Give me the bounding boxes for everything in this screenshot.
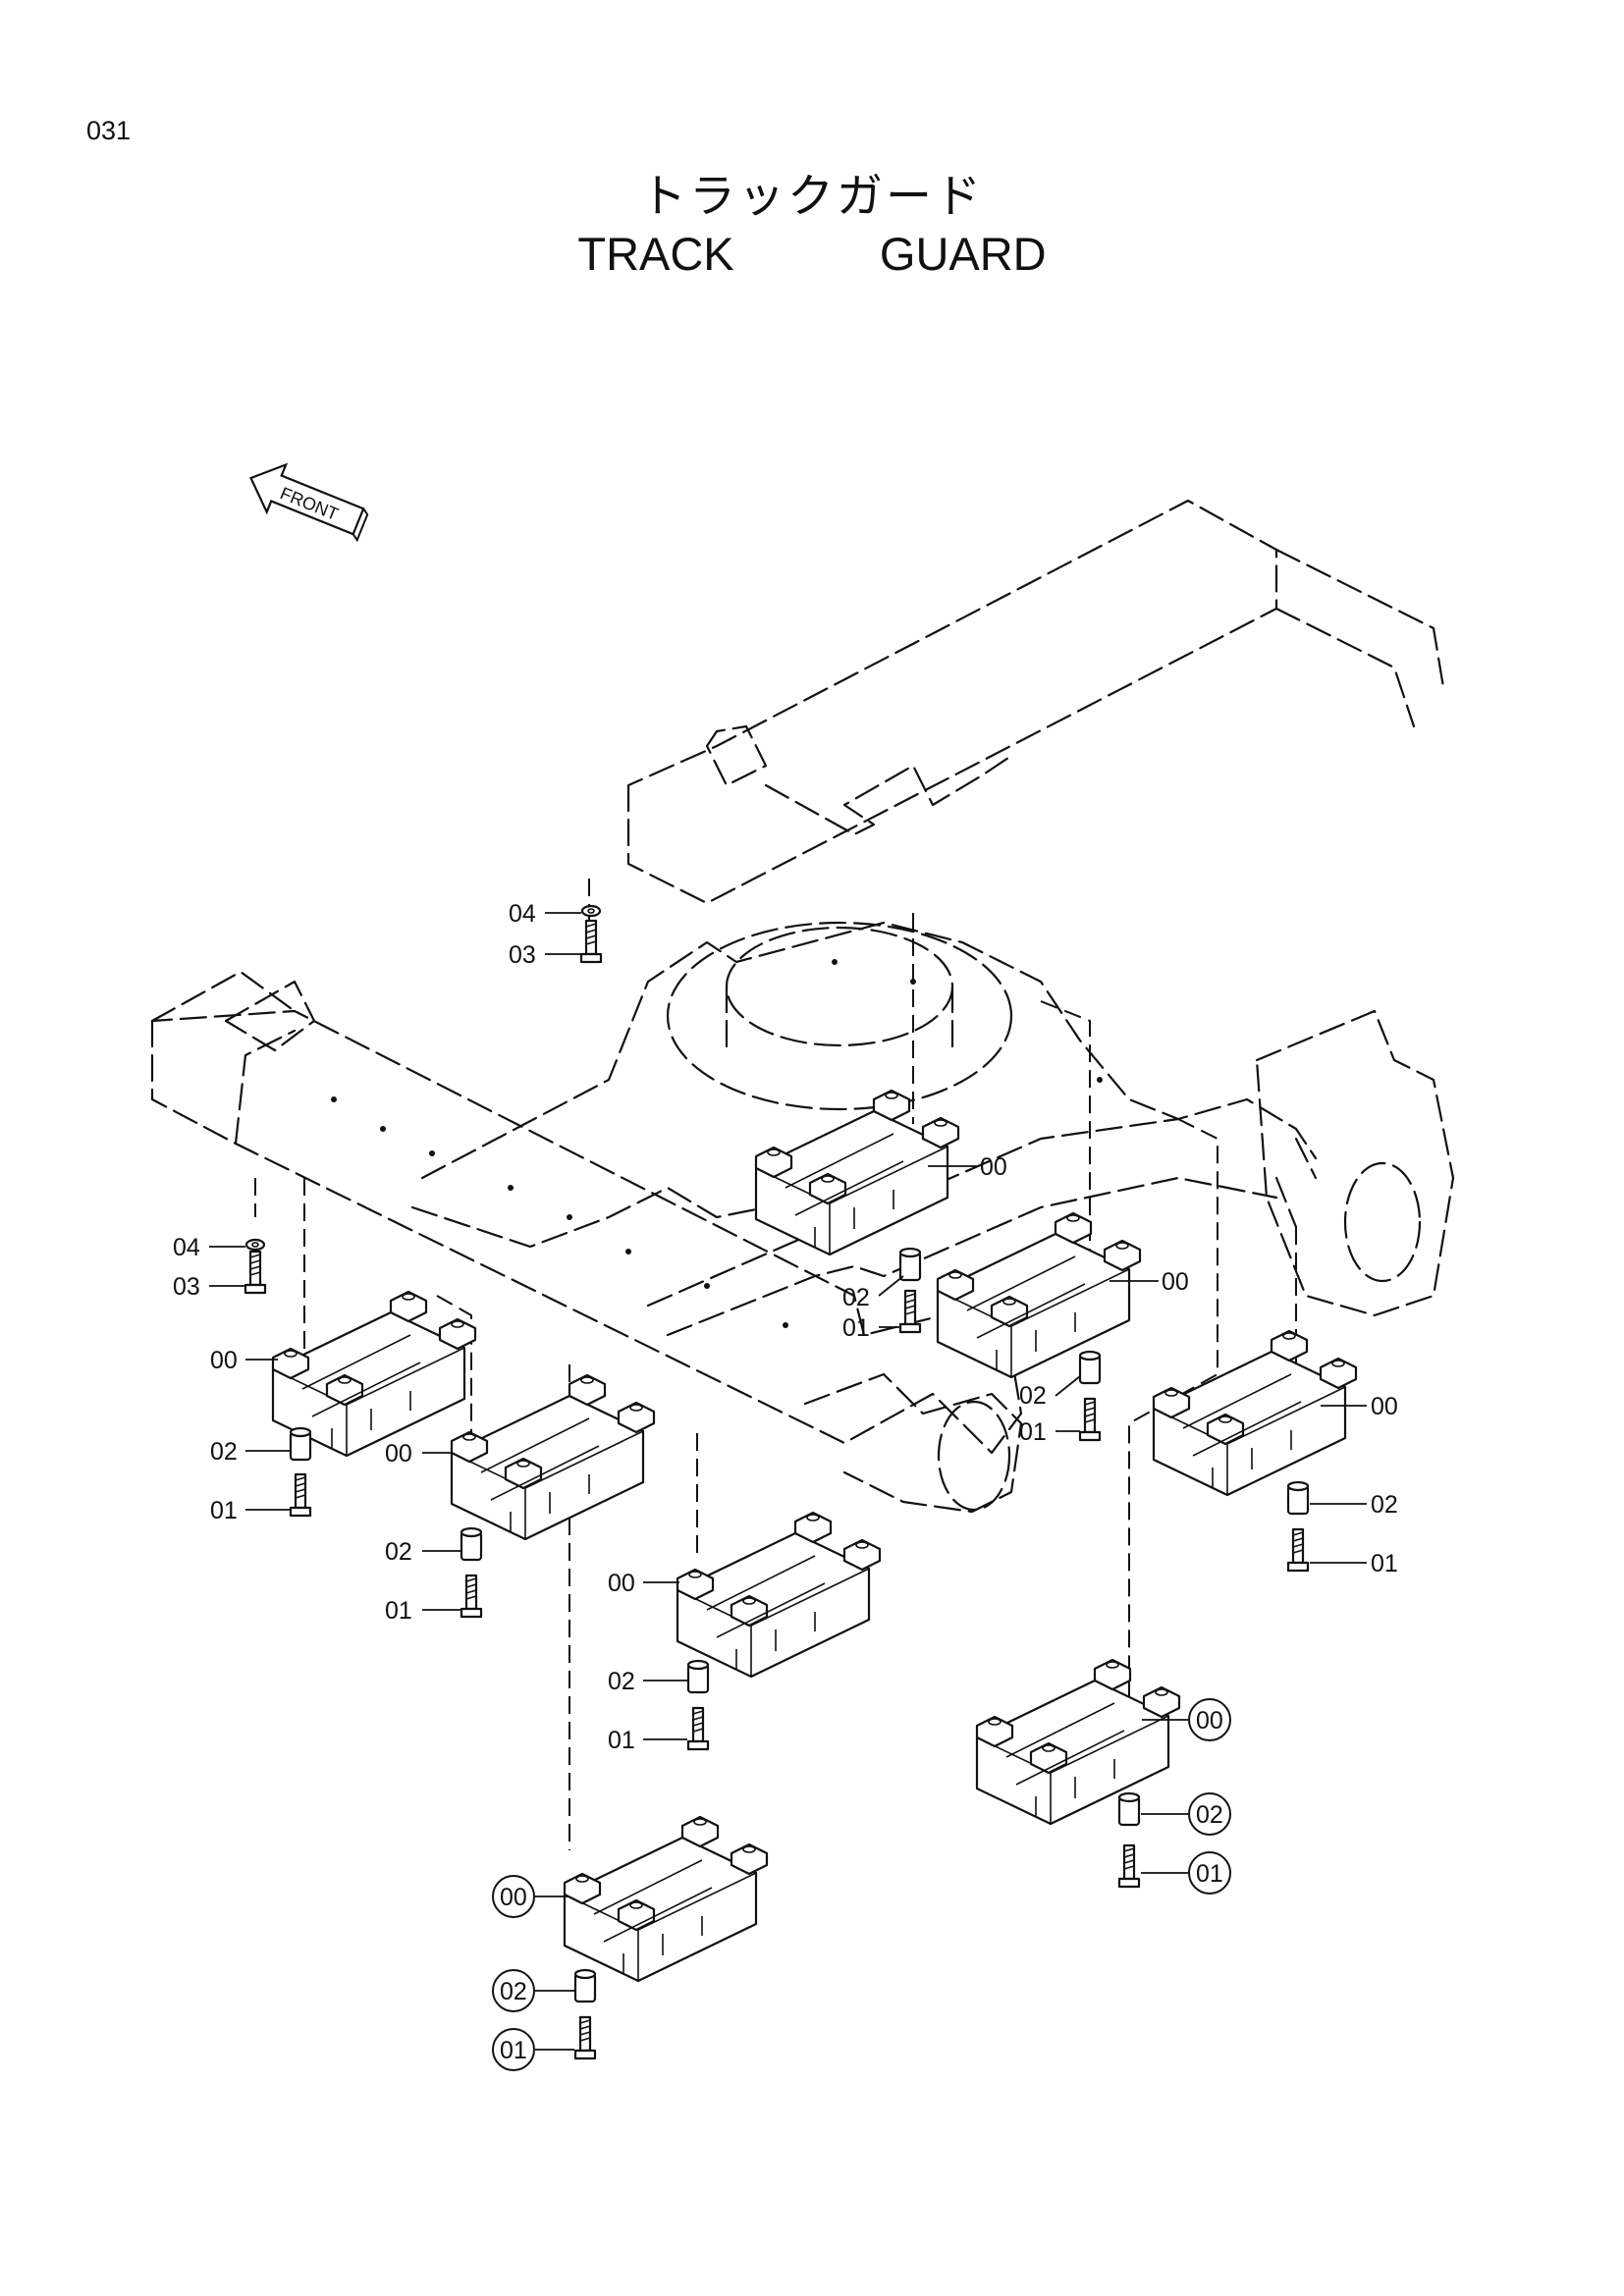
title-block: トラックガード TRACK GUARD	[0, 169, 1624, 283]
callout-label: 04	[173, 1234, 200, 1261]
callout-label: 02	[1019, 1382, 1047, 1410]
bolt-4	[460, 1574, 483, 1619]
front-direction-arrow-icon: FRONT	[248, 462, 369, 543]
callout-label: 02	[385, 1538, 412, 1566]
spacer-1	[898, 1247, 922, 1282]
callout-circles	[492, 1698, 1231, 2071]
callout-label: 01	[210, 1497, 238, 1524]
track-guard-7	[975, 1658, 1181, 1826]
callout-label: 03	[173, 1273, 200, 1301]
callout-label: 03	[509, 941, 536, 969]
bolt-7	[1117, 1843, 1141, 1889]
spacer-5	[1286, 1480, 1310, 1516]
callout-label: 01	[842, 1314, 870, 1342]
spacer-3	[289, 1426, 312, 1462]
bolt-8	[573, 2015, 597, 2060]
callout-label: 00	[210, 1347, 238, 1374]
spacer-2	[1078, 1350, 1102, 1385]
callout-label: 02	[210, 1438, 238, 1466]
track-guard-2	[936, 1211, 1142, 1379]
callout-label: 01	[385, 1597, 412, 1625]
callout-label: 00	[608, 1570, 635, 1597]
spacer-4	[460, 1526, 483, 1562]
callout-labels: 04 03 04 03 00 02 01 00 02 01 00 02 01 0…	[173, 900, 1398, 2064]
callout-leaders	[209, 912, 1367, 2051]
bolt-3	[289, 1472, 312, 1518]
track-guard-1	[754, 1089, 960, 1256]
callout-label: 00	[980, 1153, 1007, 1181]
bolt-upper	[579, 919, 603, 964]
callout-label: 02	[1196, 1801, 1223, 1829]
title-japanese: トラックガード	[640, 170, 984, 224]
track-guard-8	[563, 1815, 769, 1983]
title-english: TRACK GUARD	[577, 228, 1047, 280]
washer-upper	[580, 904, 602, 918]
track-guard-4	[450, 1373, 656, 1541]
washer-left	[244, 1238, 266, 1252]
callout-label: 02	[842, 1284, 870, 1311]
bolt-5	[1286, 1527, 1310, 1573]
callout-label: 01	[1019, 1418, 1047, 1446]
track-guard-5	[1152, 1329, 1358, 1497]
callout-label: 02	[1371, 1491, 1398, 1519]
spacer-6	[686, 1659, 710, 1694]
callout-label: 01	[1371, 1550, 1398, 1577]
callout-label: 01	[608, 1727, 635, 1754]
bolt-6	[686, 1706, 710, 1751]
bolt-1	[898, 1289, 922, 1334]
callout-label: 00	[1162, 1268, 1189, 1296]
callout-label: 00	[385, 1440, 412, 1468]
spacer-8	[573, 1968, 597, 2003]
callout-label: 00	[1371, 1393, 1398, 1420]
callout-label: 01	[1196, 1860, 1223, 1888]
callout-label: 02	[500, 1978, 527, 2005]
callout-label: 01	[500, 2037, 527, 2064]
callout-label: 00	[1196, 1707, 1223, 1735]
track-guard-6	[676, 1511, 882, 1679]
bolt-left	[244, 1250, 267, 1295]
callout-label: 04	[509, 900, 536, 928]
page-number: 031	[86, 116, 132, 145]
spacer-7	[1117, 1791, 1141, 1827]
callout-label: 02	[608, 1668, 635, 1695]
callout-label: 00	[500, 1884, 527, 1911]
bolt-2	[1078, 1397, 1102, 1442]
